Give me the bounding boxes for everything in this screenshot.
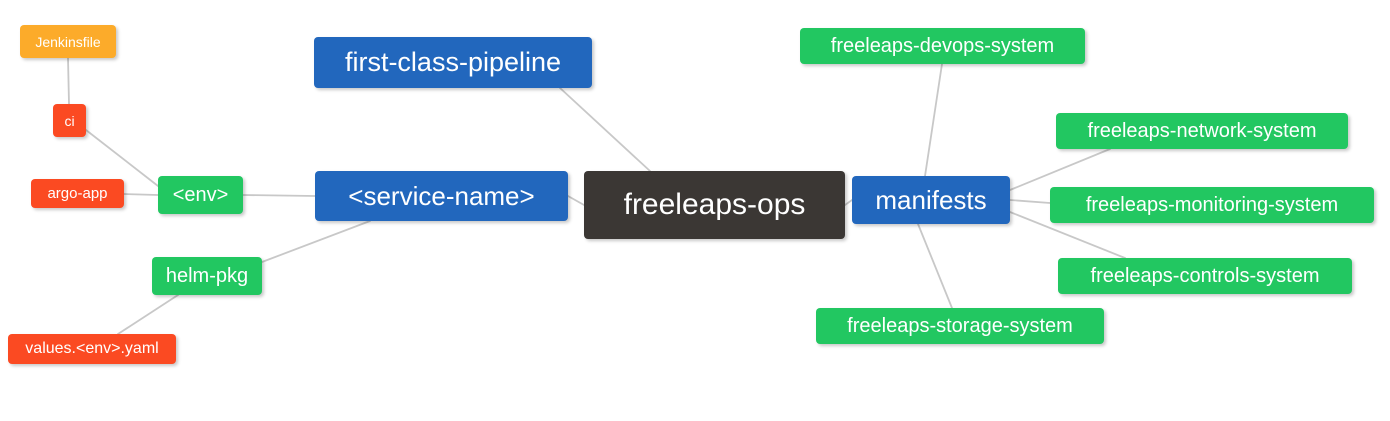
node-freeleaps-network-system[interactable]: freeleaps-network-system [1056, 113, 1348, 149]
node-freeleaps-devops-system[interactable]: freeleaps-devops-system [800, 28, 1085, 64]
node-argo-app[interactable]: argo-app [31, 179, 124, 208]
node-label-argo-app: argo-app [47, 185, 108, 202]
node-label-freeleaps-ops: freeleaps-ops [623, 188, 806, 221]
edge-freeleaps-ops-to-service-name [567, 195, 585, 206]
node-freeleaps-storage-system[interactable]: freeleaps-storage-system [816, 308, 1104, 344]
node-label-service-name: <service-name> [348, 181, 535, 211]
node-label-jenkinsfile: Jenkinsfile [35, 33, 101, 50]
edge-manifests-to-freeleaps-devops-system [924, 63, 943, 177]
node-label-freeleaps-monitoring-system: freeleaps-monitoring-system [1085, 194, 1339, 216]
edge-freeleaps-ops-to-manifests [844, 199, 853, 206]
node-manifests[interactable]: manifests [852, 176, 1010, 224]
node-label-freeleaps-network-system: freeleaps-network-system [1087, 120, 1317, 142]
node-values-env-yaml[interactable]: values.<env>.yaml [8, 334, 176, 364]
node-label-values-env-yaml: values.<env>.yaml [25, 340, 159, 357]
edge-env-to-argo-app [123, 193, 159, 196]
node-freeleaps-controls-system[interactable]: freeleaps-controls-system [1058, 258, 1352, 294]
node-env[interactable]: <env> [158, 176, 243, 214]
node-helm-pkg[interactable]: helm-pkg [152, 257, 262, 295]
edge-service-name-to-env [242, 194, 316, 197]
node-label-freeleaps-storage-system: freeleaps-storage-system [847, 315, 1073, 337]
edge-manifests-to-freeleaps-monitoring-system [1009, 199, 1051, 204]
node-label-ci: ci [64, 112, 75, 129]
node-label-helm-pkg: helm-pkg [165, 265, 249, 287]
node-jenkinsfile[interactable]: Jenkinsfile [20, 25, 116, 58]
edge-ci-to-jenkinsfile [67, 57, 70, 105]
node-label-manifests: manifests [875, 185, 987, 215]
node-label-freeleaps-controls-system: freeleaps-controls-system [1090, 265, 1320, 287]
edge-manifests-to-freeleaps-storage-system [917, 223, 953, 309]
node-freeleaps-monitoring-system[interactable]: freeleaps-monitoring-system [1050, 187, 1374, 223]
edge-helm-pkg-to-values-env-yaml [117, 294, 179, 335]
node-label-env: <env> [172, 184, 229, 206]
node-label-first-class-pipeline: first-class-pipeline [344, 47, 562, 77]
edge-freeleaps-ops-to-first-class-pipeline [559, 87, 651, 172]
edge-service-name-to-helm-pkg [261, 220, 371, 263]
node-label-freeleaps-devops-system: freeleaps-devops-system [830, 35, 1055, 57]
node-first-class-pipeline[interactable]: first-class-pipeline [314, 37, 592, 88]
node-freeleaps-ops[interactable]: freeleaps-ops [584, 171, 845, 239]
edge-manifests-to-freeleaps-network-system [1009, 148, 1111, 191]
node-ci[interactable]: ci [53, 104, 86, 137]
edge-env-to-ci [85, 129, 159, 187]
node-service-name[interactable]: <service-name> [315, 171, 568, 221]
